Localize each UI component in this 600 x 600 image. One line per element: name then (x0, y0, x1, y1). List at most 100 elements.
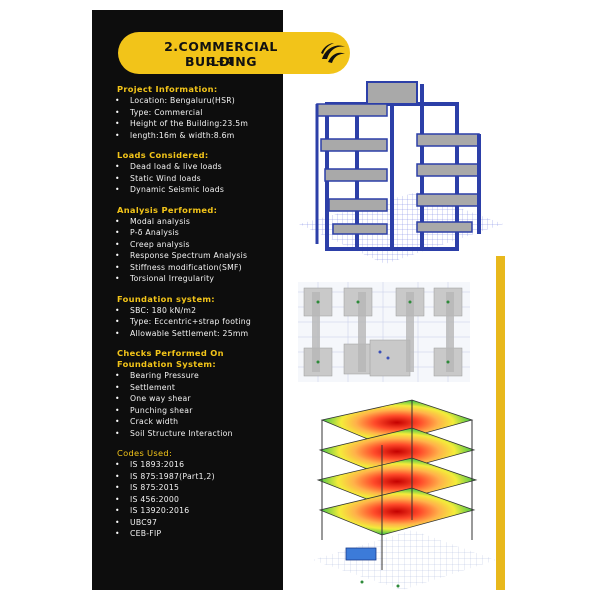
section-0: Project Information:•Location: Bengaluru… (115, 84, 287, 142)
list-item-text: length:16m & width:8.6m (130, 130, 235, 140)
list-item: •Type: Commercial (115, 107, 287, 119)
list-item: • IS 875:2015 (115, 482, 287, 494)
bullet-icon: • (115, 460, 120, 469)
section-heading: Checks Performed On (117, 348, 224, 358)
list-item: • IS 875:1987(Part1,2) (115, 471, 287, 483)
bullet-icon: • (115, 517, 120, 527)
list-item: • Creep analysis (115, 239, 287, 251)
list-item: •Stiffness modification(SMF) (115, 262, 287, 274)
section-heading: Codes Used: (117, 448, 173, 458)
section-heading: Foundation System: (117, 359, 216, 369)
list-item-text: Settlement (130, 382, 176, 392)
bullet-icon: • (115, 506, 120, 515)
section-heading: Loads Considered: (117, 150, 209, 160)
list-item: •Height of the Building:23.5m (115, 118, 287, 130)
list-item-text: IS 1893:2016 (130, 460, 185, 469)
bullet-icon: • (115, 405, 120, 415)
section-heading: Analysis Performed: (117, 204, 218, 215)
list-item-text: IS 456:2000 (130, 494, 180, 504)
section-2: Analysis Performed:•Modal analysis•P-δ A… (115, 204, 287, 285)
list-item-text: Response Spectrum Analysis (130, 251, 248, 260)
info-panel (92, 10, 283, 590)
bullet-icon: • (115, 119, 120, 128)
list-item: • Modal analysis (115, 216, 287, 228)
title-line-1: 2.COMMERCIAL BUILDING (164, 39, 278, 69)
list-item: • Static Wind loads (115, 173, 287, 185)
list-item-text: Crack width (130, 417, 179, 426)
bullet-list: • IS 1893:2016 • IS 875:1987(Part1,2) • IS 87… (115, 459, 287, 540)
bullet-list: •SBC: 180 kN/m2•Type: Eccentric+strap fo… (115, 305, 287, 340)
bullet-icon: • (115, 251, 120, 260)
list-item: •SBC: 180 kN/m2 (115, 305, 287, 317)
bullet-icon: • (115, 216, 120, 226)
building-3d-frame-image (297, 74, 503, 280)
list-item-text: Creep analysis (130, 239, 190, 249)
list-item: • IS 1893:2016 (115, 459, 287, 471)
bullet-icon: • (115, 107, 120, 117)
list-item: • CEB-FIP (115, 528, 287, 540)
bullet-icon: • (115, 262, 120, 272)
list-item: • Crack width (115, 416, 287, 428)
bullet-icon: • (115, 274, 120, 283)
section-3: Foundation system:•SBC: 180 kN/m2•Type: … (115, 293, 287, 340)
bullet-list: • Bearing Pressure • Settlement • One way she… (115, 370, 287, 440)
stress-contour-model-image (302, 390, 496, 590)
list-item: • UBC97 (115, 517, 287, 529)
bullet-list: • Dead load & live loads • Static Wind load… (115, 161, 287, 196)
bullet-icon: • (115, 529, 120, 538)
list-item-text: IS 875:1987(Part1,2) (130, 471, 215, 481)
section-5: Codes Used: • IS 1893:2016 • IS 875:1987(Par… (115, 448, 287, 540)
bullet-icon: • (115, 371, 120, 380)
swoosh-logo-icon (318, 39, 348, 67)
list-item: • Settlement (115, 382, 287, 394)
info-content: Project Information:•Location: Bengaluru… (115, 84, 287, 549)
list-item-text: Allowable Settlement: 25mm (130, 328, 249, 338)
list-item: • Allowable Settlement: 25mm (115, 328, 287, 340)
list-item-text: One way shear (130, 394, 191, 403)
bullet-icon: • (115, 173, 120, 183)
bullet-icon: • (115, 471, 120, 481)
bullet-icon: • (115, 394, 120, 403)
list-item: •Torsional Irregularity (115, 273, 287, 285)
bullet-icon: • (115, 162, 120, 171)
list-item: • Type: Eccentric+strap footing (115, 316, 287, 328)
section-heading: Foundation system: (117, 293, 215, 304)
list-item-text: Dynamic Seismic loads (130, 185, 225, 194)
list-item-text: Modal analysis (130, 216, 191, 226)
bullet-icon: • (115, 417, 120, 426)
list-item-text: Type: Eccentric+strap footing (130, 317, 252, 326)
bullet-icon: • (115, 494, 120, 504)
section-1: Loads Considered: • Dead load & live loads… (115, 150, 287, 196)
list-item-text: Soil Structure Interaction (130, 428, 233, 438)
list-item-text: Location: Bengaluru(HSR) (130, 96, 236, 105)
bullet-icon: • (115, 185, 120, 194)
list-item: • Dynamic Seismic loads (115, 184, 287, 196)
list-item-text: CEB-FIP (130, 529, 162, 538)
bullet-icon: • (115, 239, 120, 249)
list-item-text: Static Wind loads (130, 173, 201, 183)
list-item-text: P-δ Analysis (130, 228, 180, 237)
bullet-icon: • (115, 317, 120, 326)
list-item-text: Dead load & live loads (130, 162, 222, 171)
list-item-text: Bearing Pressure (130, 371, 200, 380)
document-page: 2.COMMERCIAL BUILDING G+4 Project Inform… (92, 10, 505, 590)
list-item-text: IS 13920:2016 (130, 506, 190, 515)
list-item-text: Punching shear (130, 405, 193, 415)
bullet-icon: • (115, 483, 120, 492)
list-item: • Response Spectrum Analysis (115, 250, 287, 262)
list-item: • IS 13920:2016 (115, 505, 287, 517)
bullet-icon: • (115, 328, 120, 338)
accent-bar (496, 256, 505, 590)
list-item: •P-δ Analysis (115, 227, 287, 239)
list-item-text: IS 875:2015 (130, 483, 180, 492)
list-item: •length:16m & width:8.6m (115, 130, 287, 142)
list-item: •Location: Bengaluru(HSR) (115, 95, 287, 107)
bullet-icon: • (115, 382, 120, 392)
list-item-text: UBC97 (130, 517, 158, 527)
list-item: • One way shear (115, 393, 287, 405)
list-item: • Dead load & live loads (115, 161, 287, 173)
list-item: • Bearing Pressure (115, 370, 287, 382)
bullet-list: •Location: Bengaluru(HSR)•Type: Commerci… (115, 95, 287, 142)
list-item: •Soil Structure Interaction (115, 428, 287, 440)
